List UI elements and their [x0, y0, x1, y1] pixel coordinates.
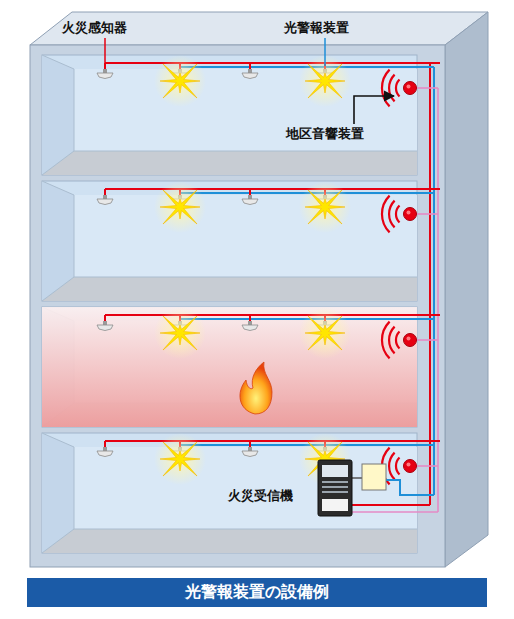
relay-box: [362, 464, 386, 490]
receiver-wire: [352, 511, 438, 513]
floor-devices: [97, 55, 440, 107]
floor-devices: [97, 433, 440, 485]
callout-label: 地区音響装置: [286, 126, 364, 142]
floor-devices: [97, 181, 440, 233]
receiver-wire: [386, 480, 434, 495]
receiver-detail: [322, 499, 348, 511]
riser-wire: [433, 67, 435, 495]
callout-label: 火災受信機: [228, 488, 293, 504]
receiver-wire: [352, 504, 430, 506]
callout-label: 光警報装置: [284, 20, 349, 36]
building-top: [30, 12, 488, 45]
leader-line: [104, 38, 106, 68]
leader-line: [324, 38, 326, 66]
receiver-detail: [322, 486, 348, 488]
riser-wire: [429, 63, 431, 505]
riser-wire: [437, 88, 439, 512]
callout-label: 火災感知器: [62, 20, 127, 36]
receiver-screen: [322, 465, 348, 477]
building-side: [445, 12, 488, 567]
floor-devices: [97, 307, 440, 359]
receiver-detail: [322, 491, 348, 493]
leader-arrow: [354, 96, 394, 124]
building-front: [30, 45, 445, 567]
receiver-detail: [322, 481, 348, 483]
fire-icon: [240, 362, 272, 414]
caption-band: 光警報装置の設備例: [27, 578, 487, 607]
fire-receiver-panel: [318, 460, 352, 516]
receiver-wire: [352, 477, 362, 479]
